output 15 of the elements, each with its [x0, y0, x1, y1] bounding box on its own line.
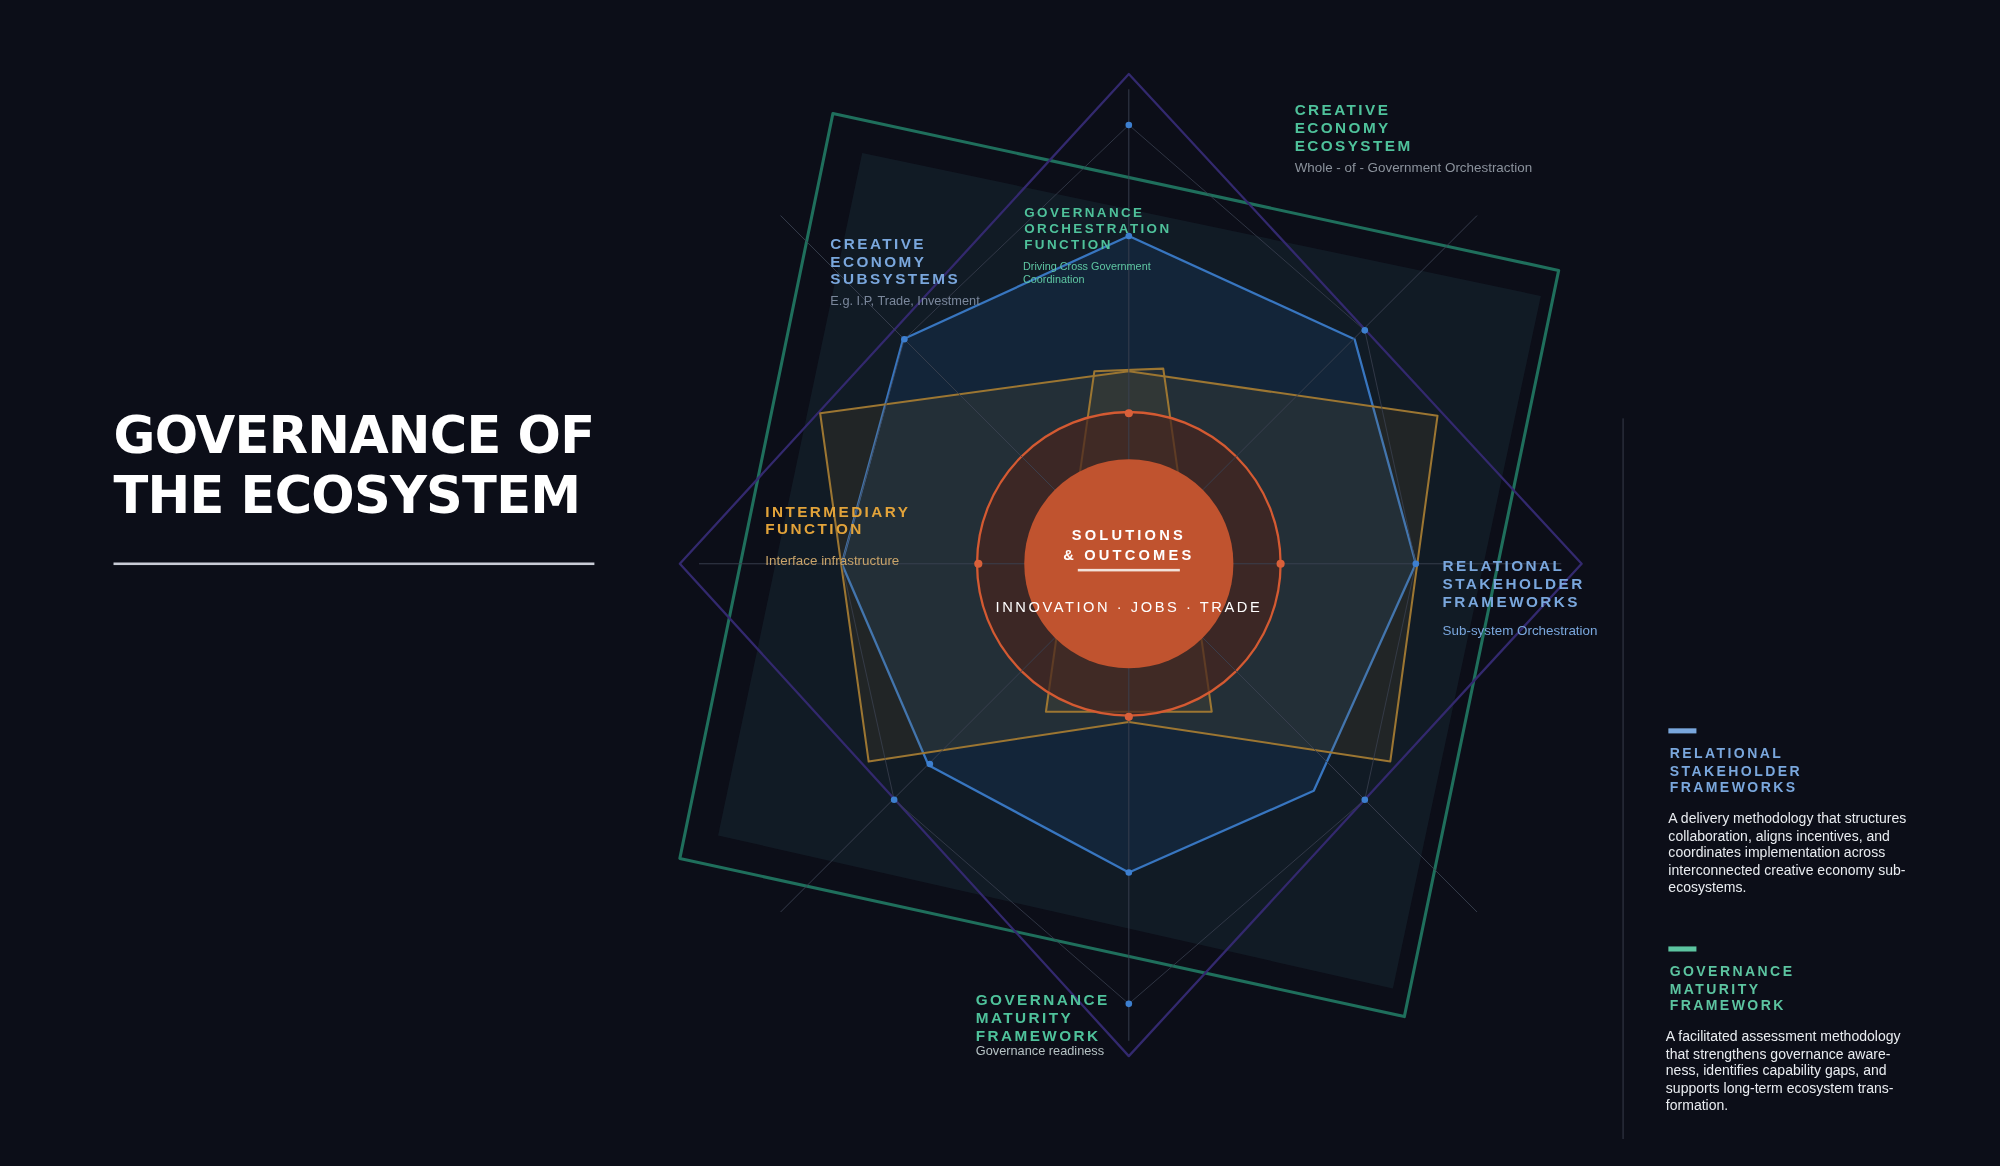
center-heading: SOLUTIONS & OUTCOMES: [1062, 525, 1196, 565]
axis-heading: RELATIONAL STAKEHOLDER FRAMEWORKS: [1442, 557, 1585, 611]
description-text: A delivery methodology that structures collaboration, aligns incentives, and coordinates implementation across interconnected creative economy sub-ecosystems.: [1668, 809, 1908, 897]
legend-heading: RELATIONAL STAKEHOLDER FRAMEWORKS: [1669, 744, 1803, 797]
axis-caption: Governance readiness: [975, 1043, 1105, 1059]
axis-caption: Interface infrastructure: [765, 552, 900, 568]
axis-heading: GOVERNANCE ORCHESTRATION FUNCTION: [1024, 204, 1172, 252]
axis-heading: CREATIVE ECONOMY SUBSYSTEMS: [830, 234, 961, 289]
axis-heading: CREATIVE ECONOMY ECOSYSTEM: [1294, 100, 1413, 155]
page-title: GOVERNANCE OF THE ECOSYSTEM: [113, 405, 596, 526]
axis-caption: Whole - of - Government Orchestraction: [1294, 159, 1533, 175]
axis-caption: Sub-system Orchestration: [1442, 622, 1598, 638]
legend-heading: GOVERNANCE MATURITY FRAMEWORK: [1669, 963, 1795, 1015]
description-text: A facilitated assessment methodology that strengthens governance aware- ness, identifies capability gaps, and supports long-term ecosystem trans- formation.: [1665, 1028, 1902, 1115]
axis-heading: GOVERNANCE MATURITY FRAMEWORK: [975, 991, 1110, 1045]
